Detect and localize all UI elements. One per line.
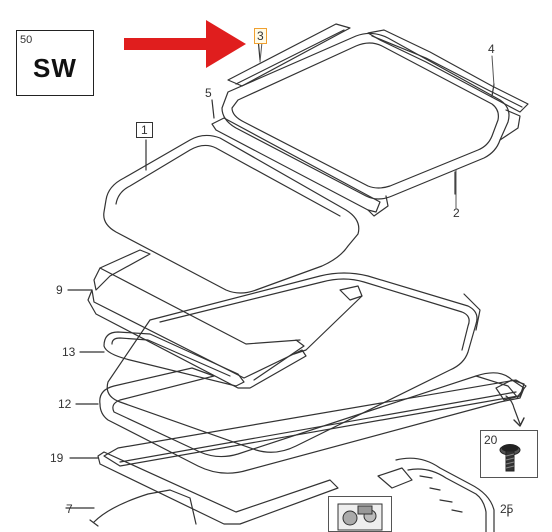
callout-9[interactable]: 9 — [56, 283, 63, 297]
bracket-part — [495, 379, 525, 427]
part-9-deflector — [67, 249, 307, 389]
red-arrow-icon — [124, 20, 246, 68]
callout-1[interactable]: 1 — [136, 122, 153, 138]
leader-lines — [259, 41, 495, 209]
bottom-rail — [103, 379, 527, 467]
callout-4[interactable]: 4 — [488, 42, 495, 56]
part-13-seal — [79, 331, 245, 387]
callout-2[interactable]: 2 — [453, 206, 460, 220]
part-20-box[interactable]: 20 — [480, 430, 538, 478]
motor-thumbnail-box[interactable] — [328, 496, 392, 532]
variant-code: SW — [33, 53, 77, 83]
callout-5[interactable]: 5 — [205, 86, 212, 100]
part-1-glass-panel — [103, 134, 360, 294]
callout-25[interactable]: 25 — [500, 502, 514, 516]
variant-number: 50 — [20, 34, 33, 46]
motor-icon — [337, 503, 383, 531]
callout-3[interactable]: 3 — [254, 28, 267, 44]
bottom-mechanism — [377, 457, 509, 532]
part-7-cable — [65, 489, 197, 527]
part-5-strip — [211, 99, 381, 213]
screw-icon — [499, 444, 521, 472]
callout-20: 20 — [484, 433, 498, 447]
callout-12[interactable]: 12 — [58, 397, 72, 411]
part-19-seal — [69, 451, 339, 525]
part-12-seal — [75, 367, 525, 474]
callout-7[interactable]: 7 — [66, 502, 73, 516]
callout-19[interactable]: 19 — [50, 451, 64, 465]
variant-code-box: 50 SW — [16, 30, 94, 96]
part-2-frame — [221, 32, 521, 217]
part-4-seal-strip — [367, 29, 529, 113]
callout-13[interactable]: 13 — [62, 345, 76, 359]
